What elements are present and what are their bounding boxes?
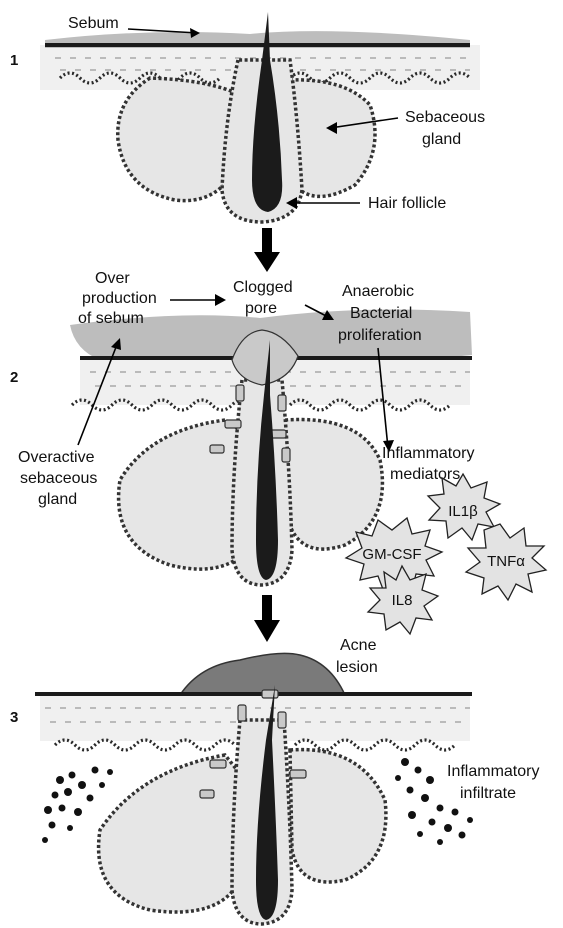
step-number-3: 3 <box>10 709 18 726</box>
keratin-fragment <box>262 690 278 698</box>
clogged-pore-label-line2: pore <box>245 300 277 317</box>
inflammatory-infiltrate-label-line1: Inflammatory <box>447 763 539 780</box>
keratin-fragment <box>210 445 224 453</box>
keratin-fragment <box>236 385 244 401</box>
mediator-label-tnfa: TNFα <box>487 553 525 570</box>
keratin-fragment <box>210 760 226 768</box>
overactive-gland-label-line3: gland <box>38 491 77 508</box>
sebaceous-gland-label-line2: gland <box>422 131 461 148</box>
stage-3-lesion-bump <box>180 653 345 695</box>
keratin-fragment <box>225 420 241 428</box>
over-production-arrowhead <box>215 294 226 306</box>
stage-3-acne-lesion <box>35 653 472 924</box>
inflammatory-mediators-label-line2: mediators <box>390 466 460 483</box>
mediator-label-il8: IL8 <box>392 592 413 609</box>
keratin-fragment <box>200 790 214 798</box>
over-production-label-line3: of sebum <box>78 310 144 327</box>
keratin-fragment <box>290 770 306 778</box>
anaerobic-label-line3: proliferation <box>338 327 422 344</box>
inflammatory-mediators-label-line1: Inflammatory <box>382 445 474 462</box>
step-number-1: 1 <box>10 52 18 69</box>
overactive-gland-label-line1: Overactive <box>18 449 95 466</box>
hair-follicle-label: Hair follicle <box>368 195 446 212</box>
step-number-2: 2 <box>10 369 18 386</box>
keratin-fragment <box>278 395 286 411</box>
over-production-label-line2: production <box>82 290 157 307</box>
mediator-label-gm-csf: GM-CSF <box>362 546 421 563</box>
stage-3-left-gland <box>99 755 245 912</box>
stage-2-right-enlarged-gland <box>285 420 382 550</box>
overactive-gland-label-line2: sebaceous <box>20 470 97 487</box>
keratin-fragment <box>238 705 246 721</box>
anaerobic-label-line1: Anaerobic <box>342 283 414 300</box>
down-arrow-2-to-3 <box>254 595 280 642</box>
keratin-fragment <box>278 712 286 728</box>
acne-lesion-label-line1: Acne <box>340 637 377 654</box>
mediator-burst-tnfa: TNFα <box>466 524 546 600</box>
over-production-label-line1: Over <box>95 270 130 287</box>
acne-lesion-label-line2: lesion <box>336 659 378 676</box>
keratin-fragment <box>282 448 290 462</box>
down-arrow-1-to-2 <box>254 228 280 272</box>
inflammatory-infiltrate-label-line2: infiltrate <box>460 785 516 802</box>
anaerobic-label-line2: Bacterial <box>350 305 412 322</box>
sebum-label: Sebum <box>68 15 119 32</box>
mediator-label-il1b: IL1β <box>448 503 478 520</box>
sebaceous-gland-label-line1: Sebaceous <box>405 109 485 126</box>
clogged-pore-label-line1: Clogged <box>233 279 293 296</box>
